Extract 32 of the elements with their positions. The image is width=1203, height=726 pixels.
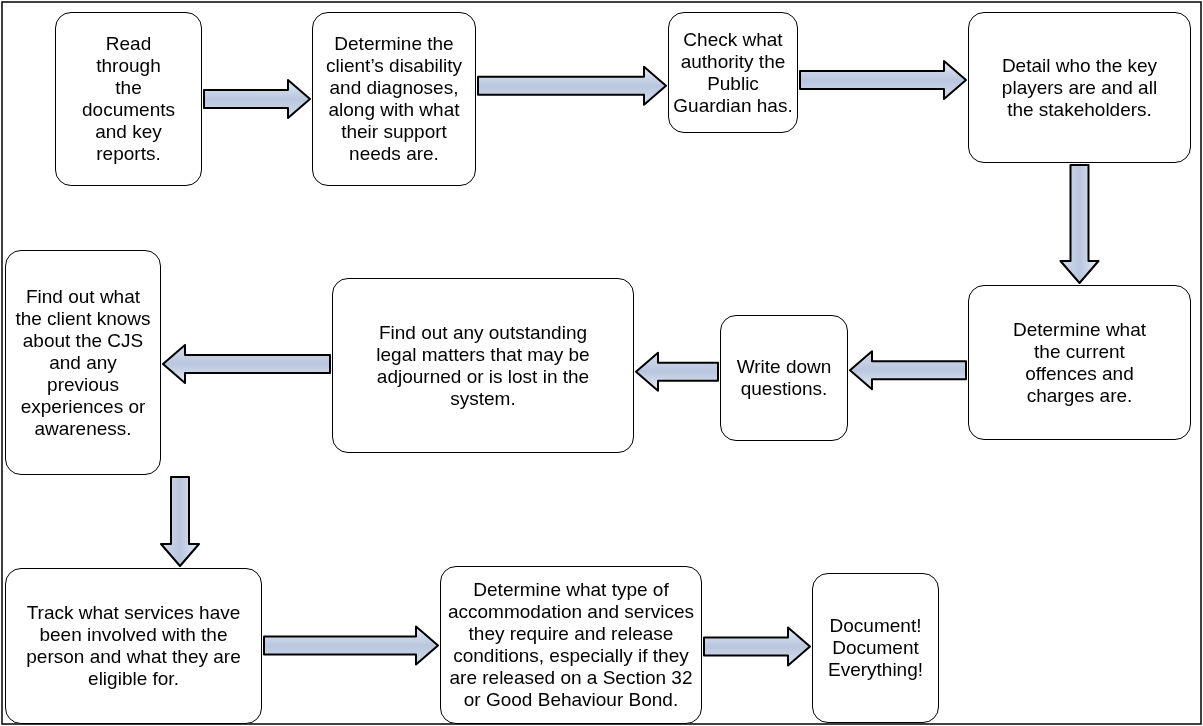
step-text: Determine the client’s disability and diagnoses, along with what their support needs are. <box>325 33 463 165</box>
step-text: Check what authority the Public Guardian has. <box>673 28 793 117</box>
process-box <box>968 12 1191 163</box>
process-box <box>312 12 476 186</box>
block-arrow <box>263 625 439 666</box>
block-arrow <box>849 350 967 391</box>
process-box <box>968 285 1191 440</box>
block-arrow <box>477 65 667 106</box>
step-text: Write down questions. <box>735 356 833 400</box>
process-box <box>5 568 262 724</box>
step-text: Track what services have been involved with the person and what they are eligible for. <box>25 602 242 690</box>
process-box <box>5 250 161 475</box>
block-arrow <box>703 626 811 667</box>
step-text: Determine what type of accommodation and services they require and release conditions, especially if they are released on a Section 32 or Good Behaviour Bond. <box>446 579 696 711</box>
process-box <box>440 566 702 724</box>
process-box <box>812 573 939 723</box>
block-arrow <box>203 79 311 119</box>
process-box <box>55 12 202 186</box>
step-text: Find out what the client knows about the CJS and any previous experiences or awareness. <box>14 285 152 440</box>
process-box <box>332 278 634 453</box>
process-box <box>720 315 848 441</box>
step-text: Determine what the current offences and charges are. <box>1011 318 1148 407</box>
step-text: Read through the documents and key reports. <box>82 33 175 165</box>
step-text: Detail who the key players are and all the stakeholders. <box>1000 54 1159 121</box>
block-arrow <box>160 476 200 567</box>
block-arrow <box>1059 164 1100 284</box>
step-text: Document! Document Everything! <box>826 615 924 681</box>
block-arrow <box>799 60 967 100</box>
step-text: Find out any outstanding legal matters that may be adjourned or is lost in the system. <box>375 321 591 410</box>
block-arrow <box>635 351 719 392</box>
block-arrow <box>162 344 331 384</box>
process-box <box>668 12 798 133</box>
